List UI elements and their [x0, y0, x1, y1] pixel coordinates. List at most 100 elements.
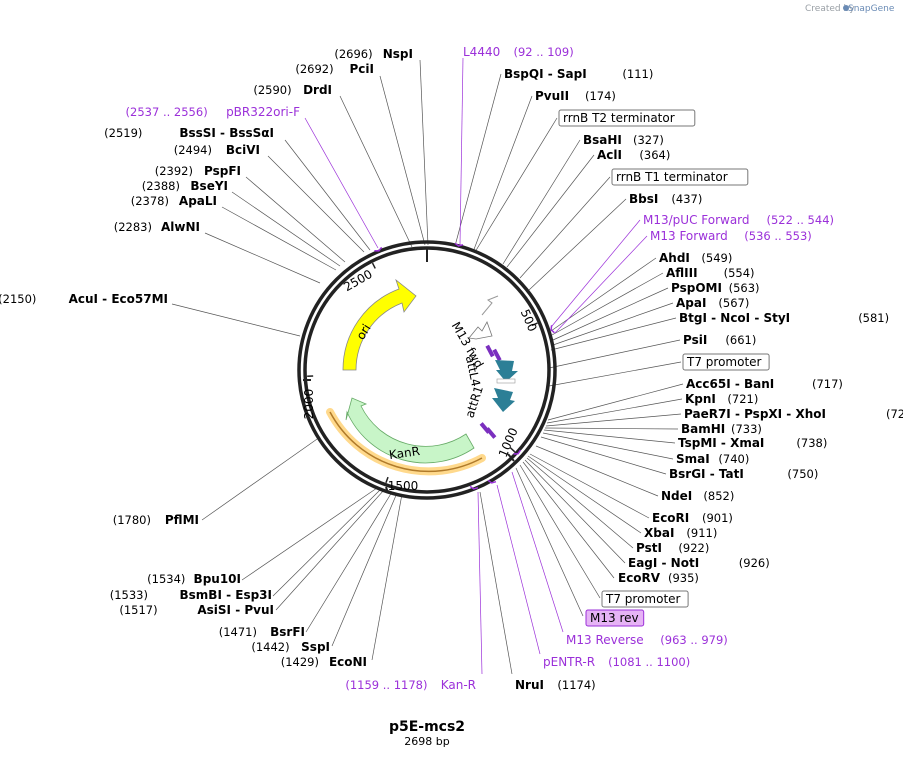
plasmid-size: 2698 bp: [404, 735, 449, 748]
enzyme-name: BssSI - BssSαI: [179, 126, 274, 140]
primer-range: (963 .. 979): [660, 633, 728, 647]
annotation-36: Acc65I - BanI(717): [686, 377, 843, 391]
feature-box-label: M13 rev: [590, 611, 639, 625]
annotation-20: pENTR-R(1081 .. 1100): [543, 655, 690, 669]
annotation-42: AflIII(554): [666, 266, 755, 280]
annotation-50: rrnB T2 terminator: [558, 109, 696, 127]
feature-box-label: rrnB T1 terminator: [616, 170, 728, 184]
primer-bind-tick: [550, 325, 555, 334]
enzyme-position: (563): [729, 281, 760, 295]
leader-line: [339, 95, 413, 248]
annotation-33: BamHI(733): [681, 422, 762, 436]
enzyme-position: (581): [858, 311, 889, 325]
annotation-39: BtgI - NcoI - StyI (581): [679, 311, 889, 325]
leader-line: [474, 117, 558, 253]
leader-line: [245, 176, 346, 263]
annotation-6: PspFI (2392): [155, 164, 241, 178]
enzyme-name: TspMI - XmaI: [678, 436, 764, 450]
tick-label: 1500: [388, 479, 419, 493]
tick-label: 500: [518, 307, 540, 334]
feature-box: [585, 609, 645, 627]
enzyme-name: Bpu10I: [194, 572, 241, 586]
leader-line: [545, 413, 682, 427]
feature-box: [682, 353, 770, 371]
enzyme-position: (2378): [131, 194, 169, 208]
leader-line: [479, 491, 513, 675]
annotation-26: PstI(922): [636, 541, 709, 555]
ori-feature: [342, 278, 417, 371]
enzyme-name: BciVI: [226, 143, 260, 157]
enzyme-name: EcoNI: [329, 655, 367, 669]
leader-line: [496, 484, 541, 655]
annotation-38: PsiI(661): [683, 333, 756, 347]
annotation-35: KpnI(721): [685, 392, 758, 406]
tick-mark: [385, 486, 389, 494]
tick-label: 2000: [302, 389, 316, 420]
tick-mark: [531, 322, 538, 327]
enzyme-position: (2388): [142, 179, 180, 193]
leader-line: [552, 302, 674, 346]
leader-line: [304, 117, 379, 249]
snapgene-brand: SnapGene: [848, 4, 895, 14]
annotation-34: PaeR7I - PspXI - XhoI(722): [684, 407, 903, 421]
annotation-1: PciI(2692): [295, 62, 374, 76]
leader-line: [519, 464, 601, 599]
enzyme-name: PsiI: [683, 333, 707, 347]
annotation-5: BciVI (2494): [174, 143, 260, 157]
enzyme-name: SmaI: [676, 452, 710, 466]
feature-box-label: T7 promoter: [686, 355, 762, 369]
annotation-29: NdeI(852): [661, 489, 734, 503]
enzyme-name: EcoRI: [652, 511, 689, 525]
leader-line: [515, 467, 584, 617]
enzyme-name: ApaI: [676, 296, 706, 310]
enzyme-position: (2283): [114, 220, 152, 234]
primer-range: (92 .. 109): [514, 45, 574, 59]
leader-line: [171, 303, 301, 337]
feature-box-label: rrnB T2 terminator: [563, 111, 675, 125]
annotation-11: PflMI(1780): [113, 513, 199, 527]
enzyme-name: PvuII: [535, 89, 569, 103]
primer-site-marker: [485, 344, 495, 358]
enzyme-name: DrdI: [303, 83, 332, 97]
primer-bind-tick: [469, 485, 479, 490]
primer-range: (522 .. 544): [767, 213, 835, 227]
leader-line: [526, 457, 634, 549]
enzyme-name: BbsI: [629, 192, 658, 206]
enzyme-position: (901): [702, 511, 733, 525]
annotation-27: XbaI(911): [644, 526, 717, 540]
leader-line: [528, 198, 627, 291]
leader-line: [241, 487, 378, 581]
enzyme-position: (2692): [295, 62, 333, 76]
enzyme-name: PspFI: [204, 164, 241, 178]
enzyme-position: (717): [812, 377, 843, 391]
enzyme-position: (740): [718, 452, 749, 466]
tick-mark: [371, 262, 376, 269]
leader-line: [331, 492, 398, 647]
leader-line: [305, 491, 393, 633]
enzyme-name: BtgI - NcoI - StyI: [679, 311, 790, 325]
enzyme-name: AflIII: [666, 266, 698, 280]
leader-line: [221, 206, 337, 271]
attl4-feature: [495, 360, 518, 382]
annotation-15: BsrFI(1471): [219, 625, 305, 639]
annotation-44: M13 Forward(536 .. 553): [650, 229, 812, 243]
enzyme-position: (549): [701, 251, 732, 265]
primer-site-marker: [485, 427, 497, 439]
attr1-label: attR1: [462, 384, 485, 419]
enzyme-name: NruI: [515, 678, 544, 692]
enzyme-position: (2494): [174, 143, 212, 157]
enzyme-position: (2392): [155, 164, 193, 178]
primer-range: (2537 .. 2556): [126, 105, 208, 119]
annotation-53: L4440(92 .. 109): [463, 45, 574, 59]
annotation-25: EagI - NotI(926): [628, 556, 770, 570]
leader-line: [547, 383, 684, 421]
enzyme-position: (733): [731, 422, 762, 436]
enzyme-position: (922): [678, 541, 709, 555]
leader-line: [454, 73, 502, 247]
primer-name: pENTR-R: [543, 655, 595, 669]
enzyme-name: AcuI - Eco57MI: [69, 292, 168, 306]
annotation-23: T7 promoter: [601, 590, 689, 608]
enzyme-position: (174): [585, 89, 616, 103]
annotation-3: pBR322ori-F(2537 .. 2556): [126, 105, 301, 119]
leader-line: [554, 235, 648, 334]
